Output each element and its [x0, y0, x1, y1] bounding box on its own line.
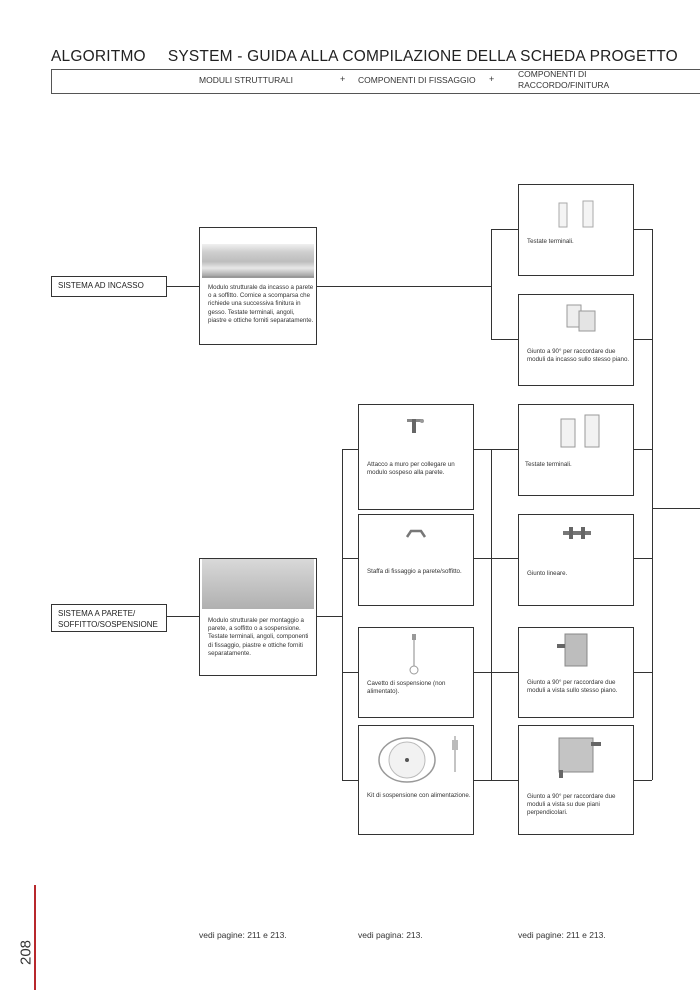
brand-name: ALGORITMO — [51, 48, 146, 65]
cavetto-card: Cavetto di sospensione (non alimentato). — [358, 627, 474, 718]
connector-line — [167, 616, 199, 617]
title-text: SYSTEM - GUIDA ALLA COMPILAZIONE DELLA S… — [167, 48, 678, 65]
parete-profile-image — [202, 559, 314, 609]
testate-vista-caption: Testate terminali. — [525, 461, 572, 468]
modulo-parete-caption: Modulo strutturale per montaggio a paret… — [208, 617, 309, 657]
connector-line — [317, 616, 342, 617]
connector-line — [474, 558, 491, 559]
connector-line — [342, 558, 358, 559]
connector-line — [634, 558, 652, 559]
modulo-incasso-caption: Modulo strutturale da incasso a parete o… — [208, 284, 314, 324]
connector-line — [342, 449, 358, 450]
connector-line — [474, 449, 491, 450]
corner-joint-icon — [557, 633, 588, 667]
mounting-bracket-icon — [405, 529, 427, 538]
header-moduli: MODULI STRUTTURALI — [199, 75, 293, 85]
giunto-incasso-card: Giunto a 90° per raccordare due moduli d… — [518, 294, 634, 386]
connector-line — [342, 780, 358, 781]
plus-sign-1: + — [340, 74, 346, 84]
giunto-perpendicolari-card: Giunto a 90° per raccordare due moduli a… — [518, 725, 634, 835]
testate-incasso-caption: Testate terminali. — [527, 238, 574, 245]
connector-line — [491, 558, 518, 559]
connector-line — [491, 339, 518, 340]
footer-ref-moduli: vedi pagine: 211 e 213. — [199, 930, 287, 940]
footer-ref-raccordo: vedi pagine: 211 e 213. — [518, 930, 606, 940]
connector-line — [491, 229, 518, 230]
system-incasso-label: SISTEMA AD INCASSO — [51, 276, 167, 297]
incasso-profile-image — [202, 244, 314, 278]
connector-line — [491, 780, 518, 781]
connector-line — [634, 449, 652, 450]
system-parete-label: SISTEMA A PARETE/ SOFFITTO/SOSPENSIONE — [51, 604, 167, 632]
giunto-stesso-piano-card: Giunto a 90° per raccordare due moduli a… — [518, 627, 634, 718]
connector-line — [474, 780, 491, 781]
end-cap-icon — [558, 200, 594, 228]
giunto-perpendicolari-caption: Giunto a 90° per raccordare due moduli a… — [527, 793, 616, 817]
footer-ref-fissaggio: vedi pagina: 213. — [358, 930, 423, 940]
cavetto-caption: Cavetto di sospensione (non alimentato). — [367, 680, 446, 696]
linear-joint-icon — [563, 527, 591, 539]
perpendicular-joint-icon — [558, 737, 601, 778]
connector-line — [652, 508, 653, 780]
modulo-incasso-card: Modulo strutturale da incasso a parete o… — [199, 227, 317, 345]
staffa-card: Staffa di fissaggio a parete/soffitto. — [358, 514, 474, 606]
page-number: 208 — [17, 939, 35, 966]
page-title: ALGORITMO SYSTEM - GUIDA ALLA COMPILAZION… — [51, 48, 678, 66]
connector-line — [634, 229, 652, 230]
connector-line — [634, 672, 652, 673]
page-accent-rule — [34, 885, 36, 990]
connector-line — [652, 229, 653, 510]
wall-bracket-icon — [407, 419, 424, 433]
connector-line — [491, 229, 492, 339]
system-incasso-text: SISTEMA AD INCASSO — [58, 281, 144, 290]
connector-line — [652, 508, 700, 509]
giunto-incasso-caption: Giunto a 90° per raccordare due moduli d… — [527, 348, 630, 364]
attacco-card: Attacco a muro per collegare un modulo s… — [358, 404, 474, 510]
connector-line — [317, 286, 491, 287]
modulo-parete-card: Modulo strutturale per montaggio a paret… — [199, 558, 317, 676]
suspension-kit-icon — [378, 736, 458, 783]
giunto-lineare-caption: Giunto lineare. — [527, 570, 568, 577]
attacco-caption: Attacco a muro per collegare un modulo s… — [367, 461, 455, 477]
kit-caption: Kit di sospensione con alimentazione. — [367, 792, 471, 799]
system-parete-line1: SISTEMA A PARETE/ — [58, 609, 136, 618]
giunto-stesso-piano-caption: Giunto a 90° per raccordare due moduli a… — [527, 679, 618, 695]
staffa-caption: Staffa di fissaggio a parete/soffitto. — [367, 568, 462, 575]
connector-line — [491, 449, 492, 780]
connector-line — [491, 672, 518, 673]
connector-line — [491, 449, 518, 450]
connector-line — [634, 780, 652, 781]
end-cap-icon — [560, 414, 600, 448]
corner-joint-icon — [566, 304, 596, 332]
header-raccordo: COMPONENTI DI RACCORDO/FINITURA — [518, 69, 610, 90]
column-header-bar — [51, 69, 700, 94]
plus-sign-2: + — [489, 74, 495, 84]
connector-line — [474, 672, 491, 673]
connector-line — [634, 339, 652, 340]
connector-line — [167, 286, 199, 287]
testate-vista-card: Testate terminali. — [518, 404, 634, 496]
testate-incasso-card: Testate terminali. — [518, 184, 634, 276]
suspension-cable-icon — [409, 634, 419, 675]
header-fissaggio: COMPONENTI DI FISSAGGIO — [358, 75, 476, 85]
giunto-lineare-card: Giunto lineare. — [518, 514, 634, 606]
connector-line — [342, 672, 358, 673]
kit-card: Kit di sospensione con alimentazione. — [358, 725, 474, 835]
connector-line — [342, 449, 343, 780]
system-parete-line2: SOFFITTO/SOSPENSIONE — [58, 620, 158, 629]
